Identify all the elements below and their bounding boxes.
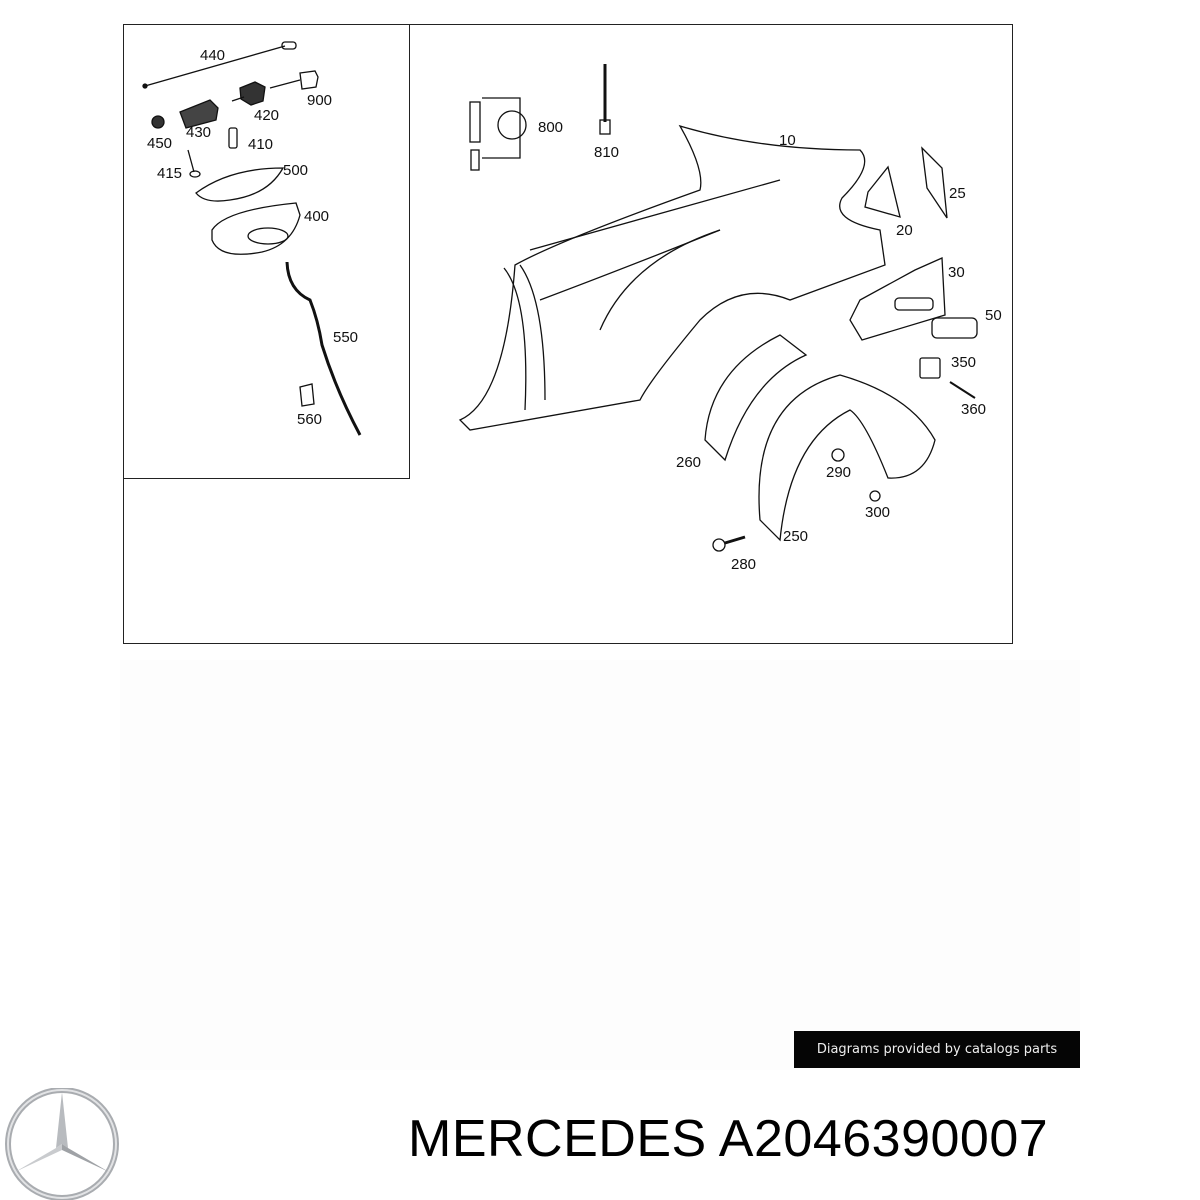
- part-900: [299, 70, 319, 90]
- fuel-flap-inset: [124, 25, 410, 479]
- part-415: [187, 149, 195, 173]
- hose-550: [285, 261, 362, 436]
- wheel-liner-250: [758, 374, 936, 542]
- callout-50: 50: [985, 307, 1002, 324]
- mercedes-star-logo-icon: [5, 1088, 119, 1200]
- credit-banner: Diagrams provided by catalogs parts: [794, 1031, 1080, 1068]
- part-400-housing: [211, 202, 301, 255]
- clip-560: [299, 383, 315, 407]
- part-410: [228, 127, 238, 149]
- callout-550: 550: [333, 329, 359, 346]
- callout-260: 260: [676, 454, 702, 471]
- part-30: [849, 257, 946, 341]
- callout-300: 300: [865, 504, 891, 521]
- bracket-20: [864, 165, 901, 218]
- part-title: MERCEDES A2046390007: [408, 1113, 1048, 1165]
- callout-440: 440: [200, 47, 226, 64]
- callout-10: 10: [779, 132, 796, 149]
- quarter-panel-10: [458, 124, 886, 431]
- callout-410: 410: [248, 136, 274, 153]
- callout-500: 500: [283, 162, 309, 179]
- clip-290: [831, 448, 845, 462]
- trim-260: [704, 334, 808, 462]
- callout-415: 415: [157, 165, 183, 182]
- part-420: [239, 81, 266, 106]
- callout-800: 800: [538, 119, 564, 136]
- callout-400: 400: [304, 208, 330, 225]
- callout-810: 810: [594, 144, 620, 161]
- callout-450: 450: [147, 135, 173, 152]
- credit-text: Diagrams provided by catalogs parts: [816, 1042, 1058, 1057]
- part-25: [921, 146, 948, 219]
- screw-280: [712, 538, 726, 552]
- callout-900: 900: [307, 92, 333, 109]
- callout-250: 250: [783, 528, 809, 545]
- part-430: [179, 99, 219, 129]
- callout-25: 25: [949, 185, 966, 202]
- background-sheet: [120, 660, 1080, 1070]
- wrench-icon: [497, 110, 527, 140]
- diagram-frame: [123, 24, 1013, 644]
- callout-350: 350: [951, 354, 977, 371]
- callout-430: 430: [186, 124, 212, 141]
- callout-560: 560: [297, 411, 323, 428]
- part-number: A2046390007: [718, 1110, 1049, 1168]
- part-450: [151, 115, 165, 129]
- callout-290: 290: [826, 464, 852, 481]
- callout-360: 360: [961, 401, 987, 418]
- callout-30: 30: [948, 264, 965, 281]
- clip-300: [869, 490, 881, 502]
- part-50: [931, 317, 978, 339]
- bolt-800: [469, 101, 481, 143]
- callout-20: 20: [896, 222, 913, 239]
- cable-440: [144, 45, 286, 87]
- rivet-360: [949, 381, 976, 399]
- parts-line-drawing: [142, 41, 978, 552]
- callout-280: 280: [731, 556, 757, 573]
- clip-350: [919, 357, 941, 379]
- brand-name: MERCEDES: [408, 1110, 707, 1168]
- part-500-flap: [195, 167, 285, 202]
- callout-420: 420: [254, 107, 280, 124]
